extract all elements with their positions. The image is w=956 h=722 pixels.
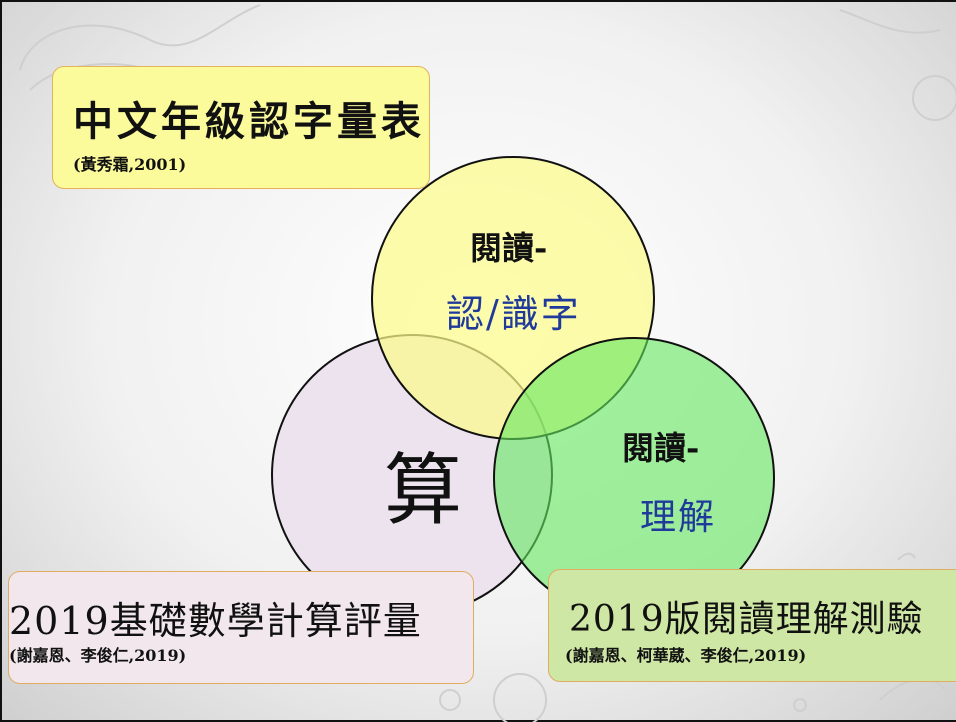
- top-box-title: 中文年級認字量表: [73, 98, 425, 145]
- bottom-left-box: 2019基礎數學計算評量 (謝嘉恩、李俊仁,2019): [8, 571, 474, 684]
- bottom-right-box: 2019版閱讀理解測驗 (謝嘉恩、柯華葳、李俊仁,2019): [548, 569, 956, 682]
- top-box-citation: (黃秀霜,2001): [73, 155, 187, 174]
- bottom-left-box-title: 2019基礎數學計算評量: [9, 599, 422, 643]
- top-left-box: 中文年級認字量表 (黃秀霜,2001): [52, 66, 430, 189]
- bubble-right: [912, 75, 956, 121]
- bubble-bottom-right-small: [793, 698, 807, 712]
- circle-top-label-reading: 閱讀-: [470, 229, 548, 267]
- circle-left-label-math: 算: [384, 446, 463, 536]
- bottom-right-box-citation: (謝嘉恩、柯華葳、李俊仁,2019): [565, 646, 807, 665]
- bubble-right-mid: [897, 552, 916, 561]
- bubble-bottom: [493, 673, 547, 722]
- circle-right-label-comprehension: 理解: [640, 497, 717, 538]
- circle-right-label-reading: 閱讀-: [622, 429, 700, 467]
- circle-top-label-word: 認/識字: [446, 292, 581, 336]
- bubble-top-left: [19, 4, 261, 71]
- bubble-bottom-small: [439, 689, 461, 711]
- bottom-left-box-citation: (謝嘉恩、李俊仁,2019): [9, 646, 187, 665]
- bottom-right-box-title: 2019版閱讀理解測驗: [569, 599, 924, 640]
- bubble-top-right: [839, 9, 941, 34]
